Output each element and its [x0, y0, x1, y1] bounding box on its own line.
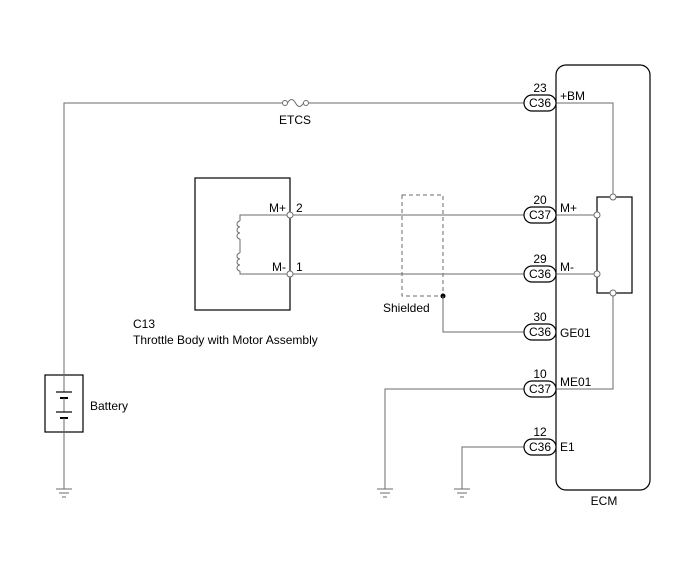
throttle-body-box	[194, 177, 291, 311]
terminal-label: ME01	[560, 375, 592, 389]
connector-pill	[523, 380, 557, 398]
connector-pill	[523, 438, 557, 456]
ecm-internal-wire	[556, 296, 614, 390]
terminal-m-minus	[286, 270, 294, 278]
connector-pill	[523, 206, 557, 224]
motor-driver-box	[596, 196, 633, 294]
driver-terminal	[609, 193, 617, 201]
terminal-label: M+	[560, 201, 577, 215]
terminal-label: GE01	[560, 326, 591, 340]
driver-terminal	[593, 211, 601, 219]
throttle-body-name: Throttle Body with Motor Assembly	[133, 333, 318, 347]
driver-terminal	[609, 289, 617, 297]
connector-pill	[523, 323, 557, 341]
connector-label: C36	[529, 325, 551, 339]
fuse-label: ETCS	[279, 113, 311, 127]
connector-label: C37	[529, 382, 551, 396]
ecm-pin: 23 C36 +BM	[523, 81, 585, 112]
terminal-m-plus	[286, 211, 294, 219]
ecm-box	[555, 64, 651, 491]
connector-label: C36	[529, 440, 551, 454]
ecm-internal-wire	[556, 102, 614, 194]
pin-number: 29	[533, 252, 547, 266]
throttle-body: M+ 2 M- 1	[194, 177, 303, 311]
pin-number: 20	[533, 193, 547, 207]
connector-pill	[523, 94, 557, 112]
terminal-label: E1	[560, 440, 575, 454]
ecm-label: ECM	[591, 494, 618, 508]
connector-label: C36	[529, 96, 551, 110]
driver-terminal	[593, 270, 601, 278]
tb-pin-number: 2	[296, 201, 303, 215]
motor-coil-icon	[236, 214, 287, 275]
pin-number: 12	[533, 425, 547, 439]
ecm-pin: 20 C37 M+	[523, 193, 577, 224]
ground-icon	[454, 488, 470, 498]
wire-me01	[384, 388, 524, 489]
ecm-pin: 30 C36 GE01	[523, 310, 591, 341]
connector-label: C37	[529, 208, 551, 222]
throttle-body-code: C13	[133, 317, 155, 331]
shield-drain-wire	[442, 296, 524, 333]
battery-label: Battery	[90, 399, 128, 413]
pin-number: 23	[533, 81, 547, 95]
battery: Battery	[44, 374, 128, 433]
ground-icon	[377, 488, 393, 498]
terminal-label: +BM	[560, 89, 585, 103]
shield-outline	[401, 194, 444, 297]
pin-number: 30	[533, 310, 547, 324]
connector-label: C36	[529, 267, 551, 281]
connector-pill	[523, 265, 557, 283]
tb-terminal-label: M+	[269, 201, 286, 215]
pin-number: 10	[533, 367, 547, 381]
tb-terminal-label: M-	[272, 260, 286, 274]
ecm-pin: 29 C36 M-	[523, 252, 574, 283]
terminal-label: M-	[560, 260, 574, 274]
battery-wire	[63, 102, 282, 375]
ecm-pin: 10 C37 ME01	[523, 367, 592, 398]
shield-label: Shielded	[383, 301, 430, 315]
fuse-icon	[282, 99, 309, 107]
ecm-pin: 12 C36 E1	[523, 425, 575, 456]
tb-pin-number: 1	[296, 260, 303, 274]
wire-e1	[461, 446, 524, 489]
ground-icon	[56, 488, 72, 498]
